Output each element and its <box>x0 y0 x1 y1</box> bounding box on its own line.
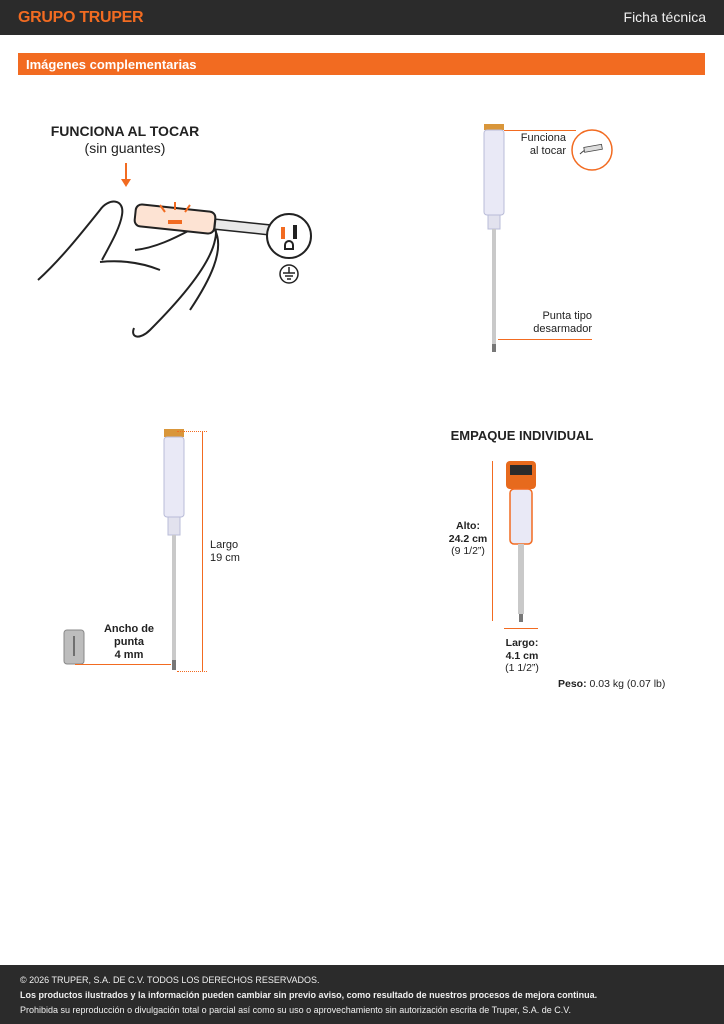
doc-type-label: Ficha técnica <box>623 9 706 25</box>
blister-pack-image <box>506 461 536 622</box>
tester-screwdriver-image <box>483 124 505 352</box>
length-top-tick <box>177 431 207 432</box>
footer-copyright: © 2026 TRUPER, S.A. DE C.V. TODOS LOS DE… <box>20 975 320 985</box>
section-header: Imágenes complementarias <box>18 53 705 75</box>
outlet-icon <box>266 213 312 259</box>
width-dimension-line <box>504 628 538 629</box>
callout-line-touch <box>504 130 576 131</box>
height-label: Alto: 24.2 cm (9 1/2”) <box>448 520 488 558</box>
arrow-down-icon <box>121 163 131 187</box>
ground-icon <box>279 264 299 284</box>
section-title: Imágenes complementarias <box>26 57 197 72</box>
hand-icon <box>37 200 272 338</box>
dimensions-image: Largo 19 cm Ancho de punta 4 mm <box>55 425 255 675</box>
tip-width-label: Ancho de punta 4 mm <box>103 623 155 662</box>
footer-notice: Los productos ilustrados y la informació… <box>20 990 598 1000</box>
height-dimension-line <box>492 461 493 621</box>
touch-title: FUNCIONA AL TOCAR (sin guantes) <box>50 123 200 156</box>
packaging-image: EMPAQUE INDIVIDUAL Alto: 24.2 cm (9 1/2”… <box>440 425 680 700</box>
tip-detail-image <box>63 629 85 665</box>
product-callout-image: Funciona al tocar Punta tipo desarmador <box>470 120 630 360</box>
length-dimension-line <box>202 431 203 671</box>
weight-label: Peso: 0.03 kg (0.07 lb) <box>558 678 666 690</box>
header-bar: GRUPO TRUPER Ficha técnica <box>0 0 724 35</box>
length-label: Largo 19 cm <box>210 539 240 565</box>
touch-detail-icon <box>571 129 613 171</box>
touch-callout-label: Funciona al tocar <box>520 132 566 158</box>
packaging-title: EMPAQUE INDIVIDUAL <box>450 428 594 443</box>
touch-illustration: FUNCIONA AL TOCAR (sin guantes) <box>30 115 330 345</box>
footer-prohibition: Prohibida su reproducción o divulgación … <box>20 1005 571 1015</box>
brand-logo: GRUPO TRUPER <box>18 9 144 26</box>
tip-width-line <box>75 664 171 665</box>
callout-line-tip <box>498 339 592 340</box>
footer: © 2026 TRUPER, S.A. DE C.V. TODOS LOS DE… <box>0 965 724 1024</box>
tester-screwdriver-dim-image <box>163 429 185 670</box>
width-label: Largo: 4.1 cm (1 1/2”) <box>505 637 539 675</box>
tip-callout-label: Punta tipo desarmador <box>533 310 592 336</box>
length-bottom-tick <box>177 671 207 672</box>
